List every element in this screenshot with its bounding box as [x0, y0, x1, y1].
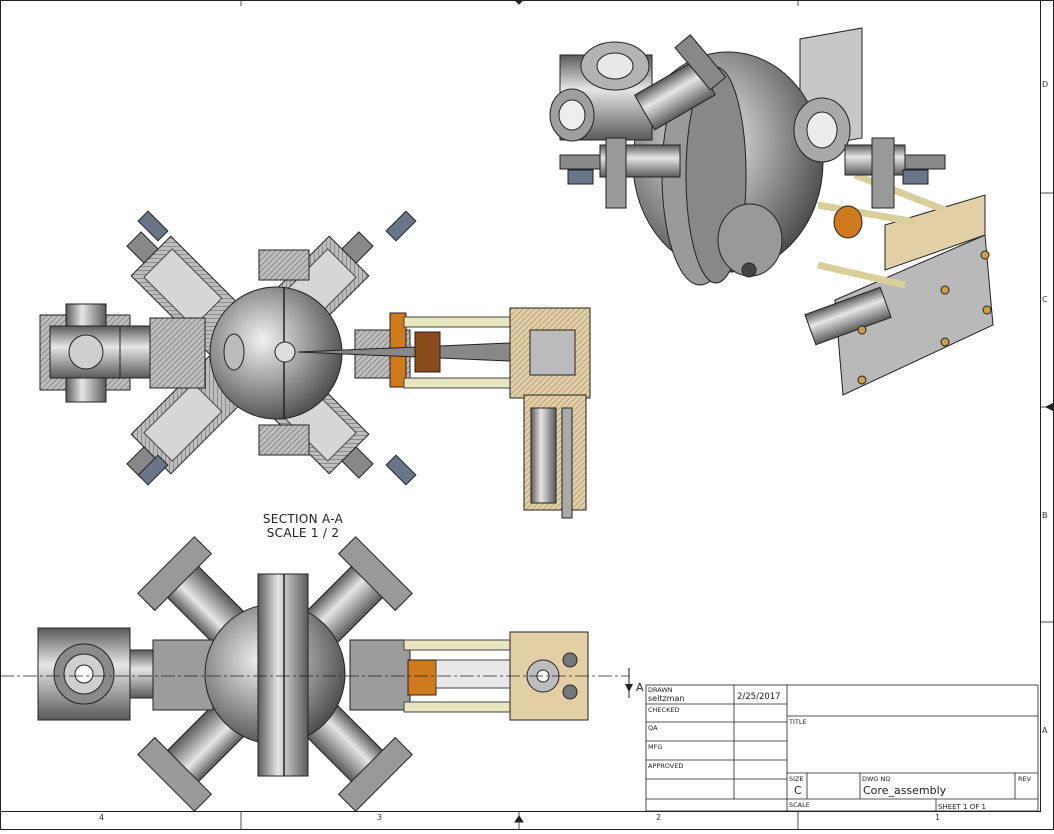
dwg-no-label: DWG NO	[862, 775, 891, 783]
zone-label-3: 3	[377, 813, 382, 822]
section-caption-scale: SCALE 1 / 2	[243, 526, 363, 540]
zone-label-d: D	[1042, 80, 1048, 89]
isometric-view	[550, 28, 993, 395]
section-view	[40, 211, 590, 518]
rev-label: REV	[1018, 775, 1031, 783]
approved-label: APPROVED	[648, 762, 683, 770]
drawn-date: 2/25/2017	[737, 692, 781, 702]
dwg-no-value: Core_assembly	[863, 784, 946, 797]
zone-label-2: 2	[656, 813, 661, 822]
title-label: TITLE	[789, 718, 807, 726]
zone-label-c: C	[1042, 295, 1048, 304]
title-block-lines	[646, 685, 1038, 811]
zone-label-1: 1	[935, 813, 940, 822]
size-value: C	[794, 784, 802, 797]
zone-label-a: A	[1042, 726, 1047, 735]
zone-arrow-icon	[1046, 403, 1054, 411]
zone-label-b: B	[1042, 511, 1048, 520]
front-view	[0, 537, 633, 811]
scale-label: SCALE	[789, 801, 810, 809]
mfg-label: MFG	[648, 743, 662, 751]
zone-label-4: 4	[99, 813, 104, 822]
drawn-label: DRAWN	[648, 686, 673, 694]
sheet-number: SHEET 1 OF 1	[938, 803, 986, 811]
section-caption-title: SECTION A-A	[243, 512, 363, 526]
qa-label: QA	[648, 724, 658, 732]
section-marker-label: A	[636, 681, 644, 694]
checked-label: CHECKED	[648, 706, 679, 714]
size-label: SIZE	[789, 775, 804, 783]
drawn-name: seltzman	[648, 694, 684, 703]
section-caption: SECTION A-A SCALE 1 / 2	[243, 512, 363, 540]
